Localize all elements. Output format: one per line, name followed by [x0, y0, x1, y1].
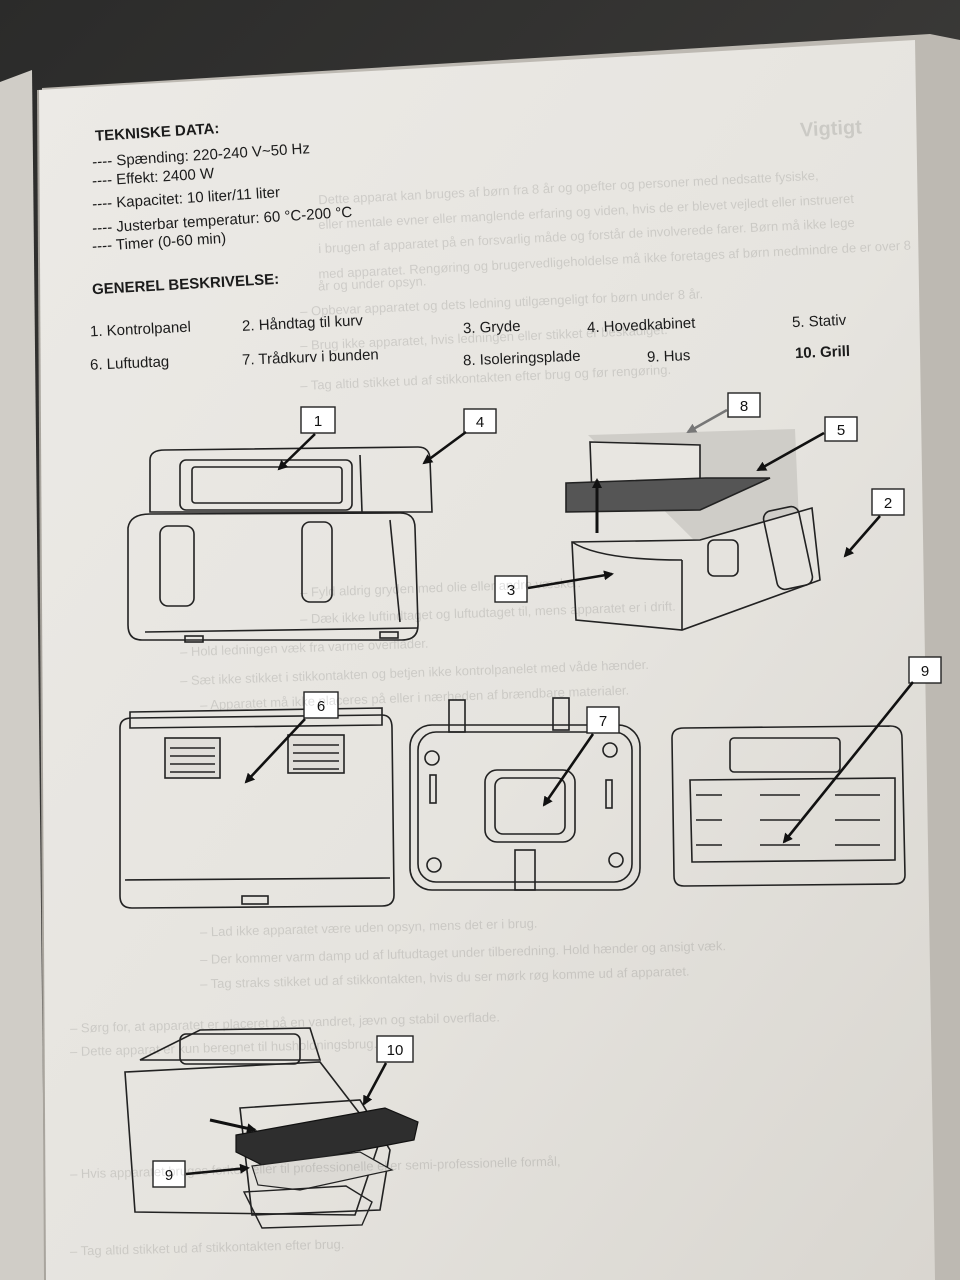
- svg-text:9: 9: [921, 663, 929, 680]
- callout-4: 4: [422, 408, 497, 465]
- air-fryer-bottom-view: [409, 697, 641, 891]
- part-9-housing: 9. Hus: [646, 347, 691, 366]
- paper-sheet: [38, 40, 935, 1280]
- callout-2: 2: [843, 488, 905, 558]
- callout-5: 5: [756, 416, 858, 472]
- air-fryer-housing-view: [671, 725, 906, 887]
- part-6-air-outlet: 6. Luftudtag: [89, 353, 170, 374]
- callout-3: 3: [494, 570, 614, 603]
- svg-text:5: 5: [837, 422, 845, 439]
- part-5-rack: 5. Stativ: [791, 311, 847, 332]
- svg-text:4: 4: [476, 414, 484, 431]
- air-fryer-back-view: [119, 707, 395, 909]
- svg-text:2: 2: [884, 495, 892, 512]
- part-3-pot: 3. Gryde: [462, 317, 521, 338]
- svg-text:7: 7: [599, 713, 607, 730]
- svg-text:1: 1: [314, 413, 322, 430]
- callout-9-grill: 9: [152, 1160, 250, 1188]
- callout-7: 7: [542, 706, 620, 807]
- callout-8: 8: [686, 392, 761, 434]
- callout-9-housing: 9: [782, 656, 942, 844]
- callout-1: 1: [277, 406, 336, 471]
- svg-text:6: 6: [317, 698, 325, 715]
- callout-10: 10: [362, 1035, 414, 1106]
- callout-6: 6: [244, 691, 339, 784]
- svg-text:10: 10: [387, 1042, 404, 1059]
- air-fryer-grill-view: [124, 1027, 419, 1229]
- svg-text:8: 8: [740, 398, 748, 415]
- air-fryer-basket-view: [565, 429, 821, 631]
- svg-text:3: 3: [507, 582, 515, 599]
- svg-text:9: 9: [165, 1167, 173, 1184]
- bleed-through-heading: Vigtigt: [799, 116, 863, 142]
- part-10-grill: 10. Grill: [794, 342, 851, 363]
